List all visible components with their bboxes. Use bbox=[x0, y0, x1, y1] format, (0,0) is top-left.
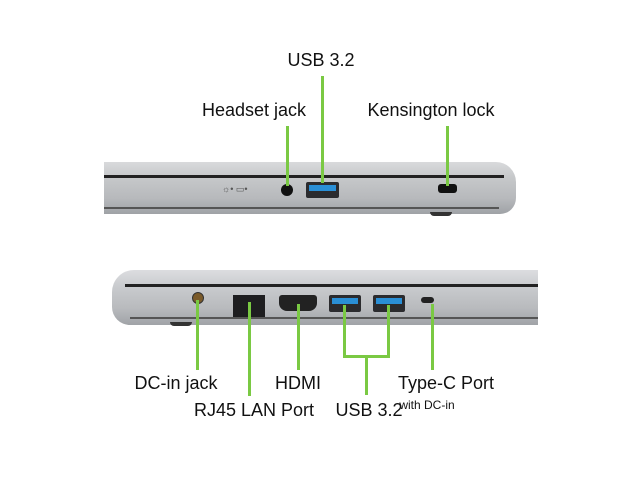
usb-port bbox=[306, 182, 339, 198]
base-edge bbox=[104, 207, 499, 209]
status-indicator-icons: ☼• ▭• bbox=[222, 184, 248, 194]
callout-line bbox=[196, 300, 199, 370]
callout-line bbox=[446, 126, 449, 186]
callout-line bbox=[365, 355, 368, 395]
callout-line bbox=[387, 305, 390, 357]
lid-seam bbox=[104, 175, 504, 178]
foot bbox=[170, 322, 192, 326]
label-usb: USB 3.2 bbox=[335, 400, 403, 420]
callout-line bbox=[248, 302, 251, 396]
callout-line bbox=[286, 126, 289, 186]
type-c-port bbox=[421, 297, 434, 303]
lid-seam bbox=[125, 284, 538, 287]
label-kensington-lock: Kensington lock bbox=[367, 100, 495, 120]
callout-line bbox=[431, 304, 434, 370]
label-type-c-sub: with DC-in bbox=[399, 398, 455, 412]
label-dc-in-jack: DC-in jack bbox=[134, 373, 218, 393]
usb-port bbox=[373, 295, 405, 312]
callout-line bbox=[297, 304, 300, 370]
hdmi-port bbox=[279, 295, 317, 311]
laptop-left-side bbox=[112, 270, 538, 325]
foot bbox=[430, 212, 452, 216]
label-headset-jack: Headset jack bbox=[201, 100, 307, 120]
kensington-lock-slot bbox=[438, 184, 457, 193]
label-type-c: Type-C Port bbox=[397, 373, 495, 393]
label-hdmi: HDMI bbox=[275, 373, 321, 393]
headset-jack bbox=[281, 184, 293, 196]
callout-line bbox=[321, 76, 324, 183]
label-usb: USB 3.2 bbox=[287, 50, 355, 70]
usb-port bbox=[329, 295, 361, 312]
callout-line bbox=[343, 305, 346, 357]
base-edge bbox=[130, 317, 538, 319]
label-rj45: RJ45 LAN Port bbox=[193, 400, 315, 420]
